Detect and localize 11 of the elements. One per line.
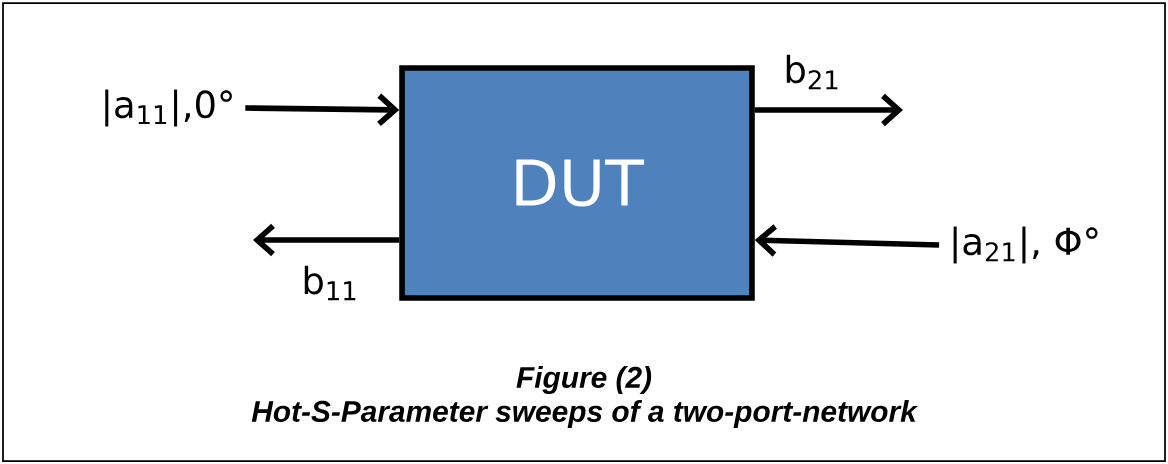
arrow <box>754 224 940 257</box>
port-label: |a$_{11}$|,0° <box>105 89 232 127</box>
arrow <box>253 223 400 257</box>
edge-label: b$_{21}$ <box>786 54 838 90</box>
arrow <box>245 93 400 126</box>
arrow <box>754 93 903 127</box>
device-box: DUT <box>399 65 755 301</box>
figure-number: Figure (2) <box>516 366 652 394</box>
edge-label: b$_{11}$ <box>304 265 356 301</box>
caption: Hot-S-Parameter sweeps of a two-port-network <box>251 400 918 428</box>
port-label: |a$_{21}$|, Φ° <box>953 226 1098 264</box>
